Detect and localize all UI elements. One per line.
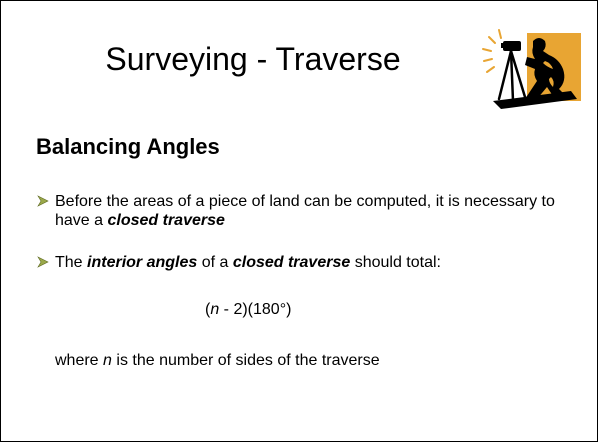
slide-subtitle: Balancing Angles bbox=[36, 134, 220, 159]
emphasis-text: closed traverse bbox=[232, 254, 351, 271]
bullet-item: Before the areas of a piece of land can … bbox=[37, 192, 567, 232]
slide-title: Surveying - Traverse bbox=[105, 41, 401, 77]
arrow-bullet-icon bbox=[37, 195, 49, 207]
arrow-bullet-icon bbox=[37, 256, 49, 268]
bullet-item: The interior angles of a closed traverse… bbox=[37, 253, 567, 273]
surveyor-with-tripod-icon bbox=[482, 29, 581, 109]
emphasis-text: interior angles bbox=[87, 254, 198, 271]
bullet-text: The interior angles of a closed traverse… bbox=[55, 254, 441, 271]
emphasis-text: closed traverse bbox=[107, 212, 225, 229]
bullet-text: Before the areas of a piece of land can … bbox=[55, 193, 555, 229]
formula-note: where n is the number of sides of the tr… bbox=[55, 352, 380, 369]
note-variable: n bbox=[103, 352, 112, 369]
formula: (n - 2)(180°) bbox=[205, 301, 292, 318]
formula-variable: n bbox=[210, 301, 220, 318]
